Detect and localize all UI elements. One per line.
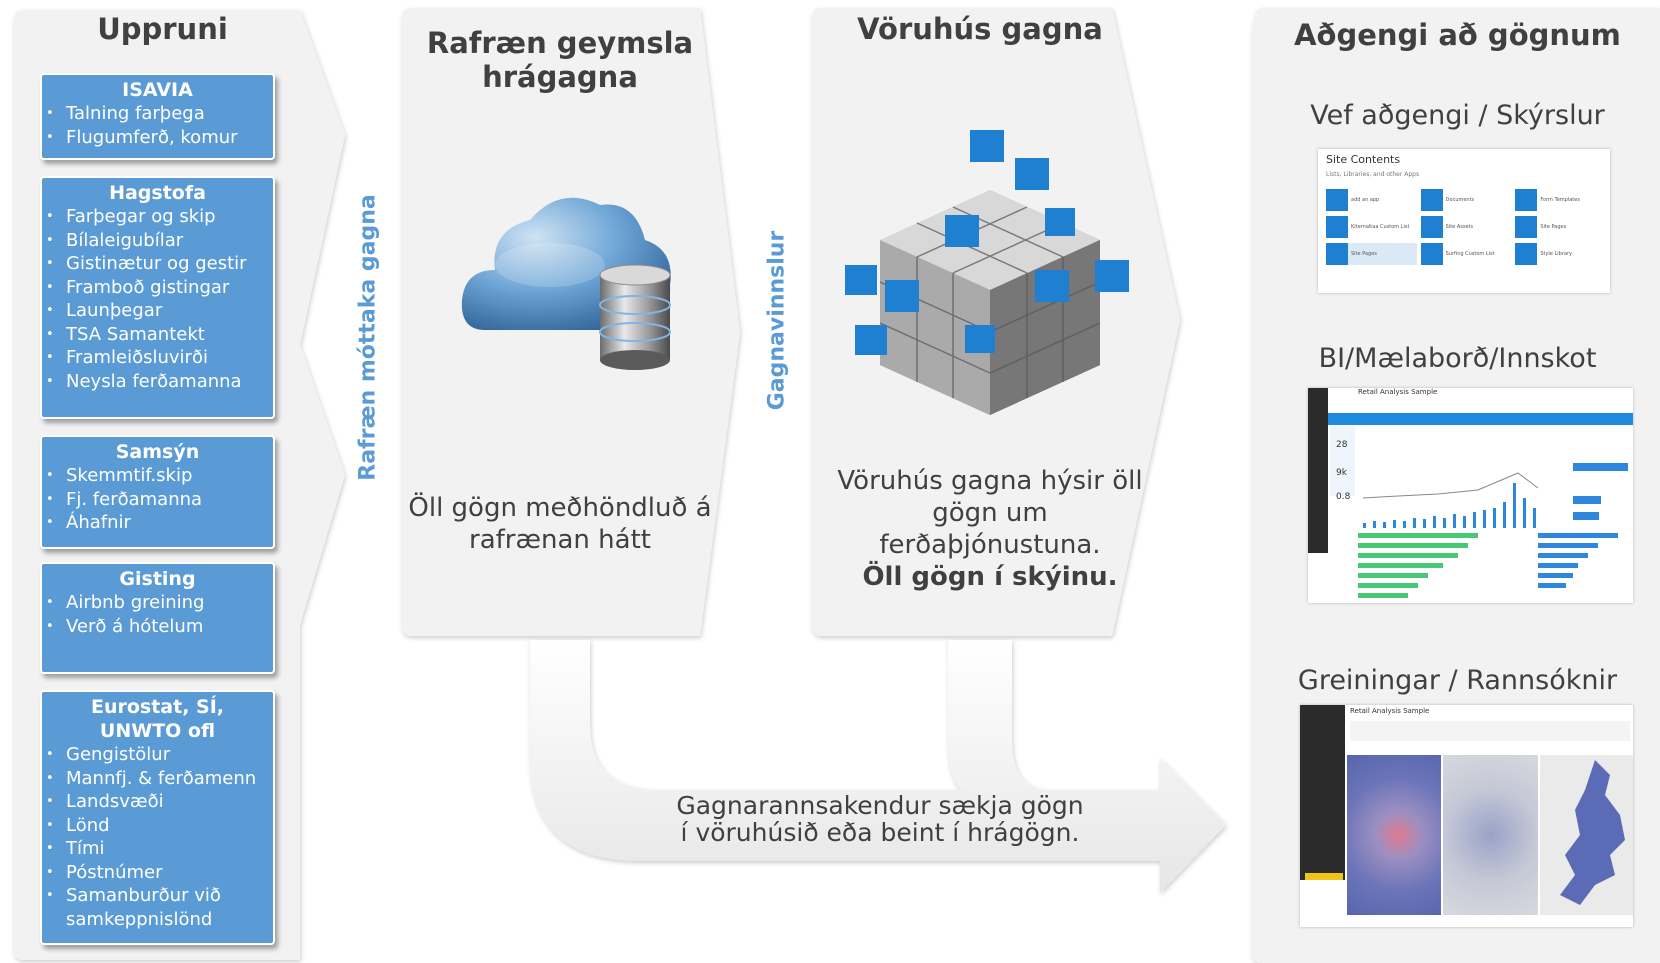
site-contents-thumbnail: Site Contents Lists, Libraries, and othe… (1318, 149, 1610, 293)
bottom-arrow (530, 640, 1226, 893)
source-box-hagstofa: Hagstofa Farþegar og skip Bílaleigubílar… (40, 176, 275, 419)
source-item: Framboð gistingar (46, 276, 269, 300)
source-box-samsyn: Samsýn Skemmtif.skip Fj. ferðamanna Áhaf… (40, 435, 275, 549)
source-item: Bílaleigubílar (46, 229, 269, 253)
stage2-body: Öll gögn meðhöndluð á rafrænan hátt (408, 493, 712, 555)
source-item: Landsvæði (46, 790, 269, 814)
bottom-arrow-line1: Gagnarannsakendur sækja gögn (676, 791, 1084, 820)
thumb1-tile: Form Templates (1515, 189, 1606, 211)
source-item: Póstnúmer (46, 861, 269, 885)
cloud-database-icon (461, 197, 671, 370)
thumb1-tile: Kiternaltaa Custom List (1326, 216, 1417, 238)
thumb2-title: Retail Analysis Sample (1358, 388, 1438, 396)
bottom-arrow-line2: í vöruhúsið eða beint í hrágögn. (680, 818, 1080, 847)
source-item: Talning farþega (46, 102, 269, 126)
source-item: Flugumferð, komur (46, 126, 269, 150)
stage2-title: Rafræn geymsla hrágagna (426, 26, 694, 94)
source-item: Gistinætur og gestir (46, 252, 269, 276)
stage3-body-bold: Öll gögn í skýinu. (862, 562, 1118, 592)
map-heat-3 (1540, 755, 1633, 915)
source-box-eurostat: Eurostat, SÍ, UNWTO ofl Gengistölur Mann… (40, 690, 275, 945)
thumb1-tile: add an app (1326, 189, 1417, 211)
source-title: Samsýn (115, 441, 200, 463)
source-box-gisting: Gisting Airbnb greining Verð á hótelum (40, 562, 275, 674)
source-title: Hagstofa (109, 182, 206, 204)
source-box-isavia: ISAVIA Talning farþega Flugumferð, komur (40, 73, 275, 160)
thumb2-kpi2: 9k (1336, 468, 1347, 478)
source-item: Lönd (46, 814, 269, 838)
thumb3-title: Retail Analysis Sample (1350, 707, 1430, 715)
source-item: Neysla ferðamanna (46, 370, 269, 394)
source-item: Áhafnir (46, 511, 269, 535)
source-item: Mannfj. & ferðamenn (46, 767, 269, 791)
source-item: TSA Samantekt (46, 323, 269, 347)
map-heat-2 (1443, 755, 1538, 915)
source-title: Gisting (119, 568, 196, 590)
source-item: Airbnb greining (46, 591, 269, 615)
stage3-body-text: Vöruhús gagna hýsir öll gögn um ferðaþjó… (837, 466, 1143, 560)
thumb1-tile: Surfing Custom List (1420, 243, 1512, 265)
bottom-arrow-text: Gagnarannsakendur sækja gögn í vöruhúsið… (600, 792, 1160, 846)
source-item: Farþegar og skip (46, 205, 269, 229)
stage3-title: Vöruhús gagna (857, 12, 1103, 46)
thumb1-tile: Site Pages (1515, 216, 1606, 238)
source-item: Fj. ferðamanna (46, 488, 269, 512)
source-item: Verð á hótelum (46, 615, 269, 639)
source-title: ISAVIA (122, 79, 193, 101)
bi-dashboard-thumbnail: Retail Analysis Sample 28 9k 0.8 (1308, 388, 1633, 603)
stage4-sub-analysis: Greiningar / Rannsóknir (1297, 665, 1618, 696)
stage4-sub-bi: BI/Mælaborð/Innskot (1318, 343, 1597, 374)
source-item: Framleiðsluvirði (46, 346, 269, 370)
analysis-maps-thumbnail: Retail Analysis Sample (1300, 705, 1633, 927)
source-item: Launþegar (46, 299, 269, 323)
stage4-sub-web: Vef aðgengi / Skýrslur (1310, 100, 1605, 131)
thumb1-tile: Style Library (1515, 243, 1606, 265)
stage3-body: Vöruhús gagna hýsir öll gögn um ferðaþjó… (830, 465, 1150, 593)
thumb2-kpi3: 0.8 (1336, 492, 1351, 502)
map-heat-1 (1347, 755, 1441, 915)
stage1-title: Uppruni (97, 12, 228, 46)
thumb1-subtitle: Lists, Libraries, and other Apps (1326, 171, 1420, 178)
dashboard-charts (1358, 463, 1628, 598)
data-cube-icon (845, 130, 1129, 415)
thumb1-title: Site Contents (1326, 153, 1401, 166)
thumb1-tile: Site Pages (1326, 243, 1417, 265)
vertical-label-processing: Gagnavinnslur (764, 230, 790, 411)
stage4-title: Aðgengi að gögnum (1294, 18, 1621, 52)
thumb1-tile: Site Assets (1420, 216, 1512, 238)
thumb2-kpi1: 28 (1336, 440, 1348, 450)
vertical-label-receive: Rafræn móttaka gagna (355, 194, 381, 481)
source-item: Samanburður við samkeppnislönd (46, 884, 269, 931)
source-item: Gengistölur (46, 743, 269, 767)
uk-map-shape (1560, 760, 1625, 905)
thumb1-tile: Documents (1420, 189, 1512, 211)
source-item: Skemmtif.skip (46, 464, 269, 488)
source-title: Eurostat, SÍ, UNWTO ofl (90, 696, 225, 742)
source-item: Tími (46, 837, 269, 861)
